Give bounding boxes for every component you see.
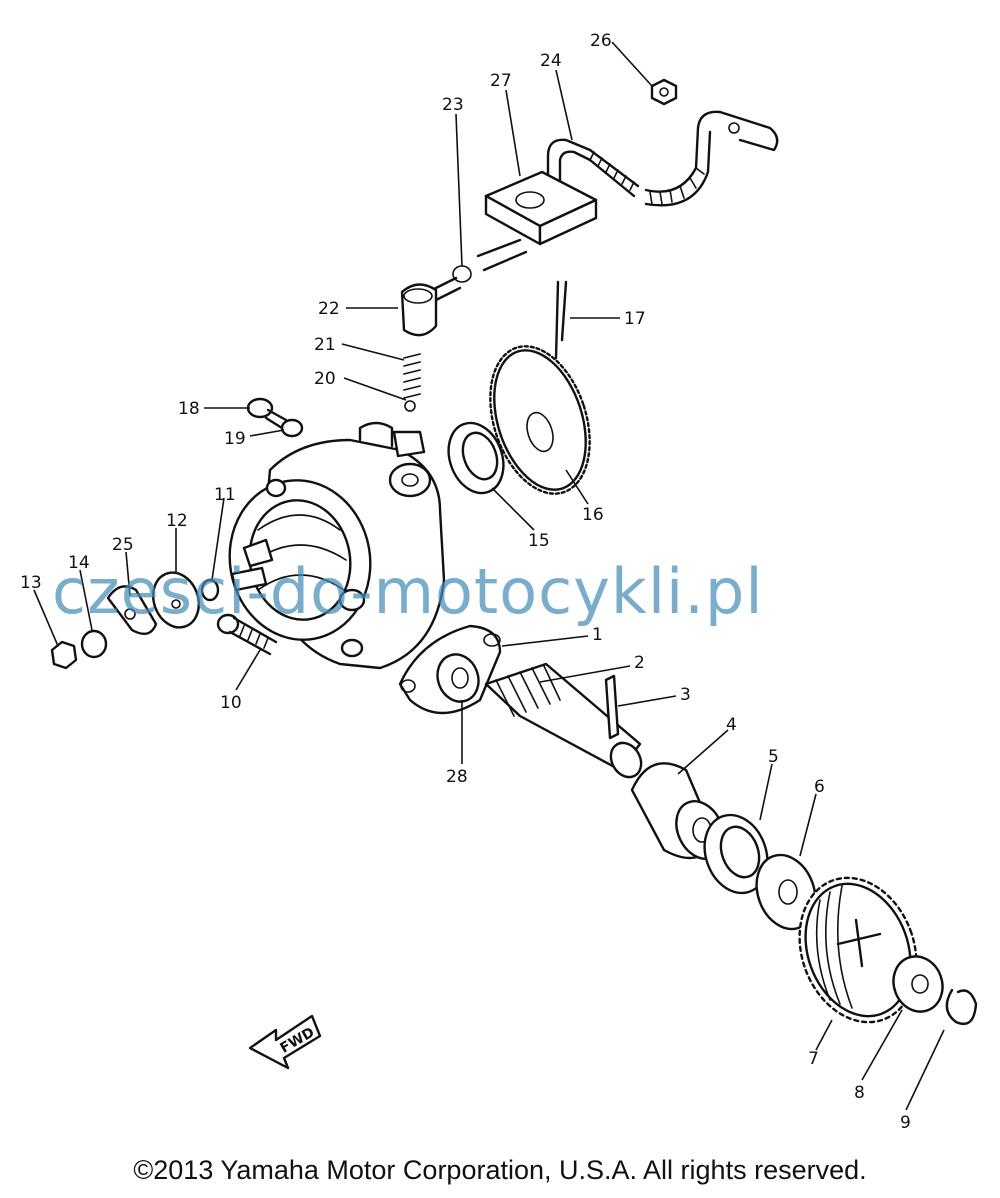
callout-4: 4 [726, 715, 737, 735]
callout-18: 18 [178, 399, 200, 419]
callout-11: 11 [214, 485, 236, 505]
callout-9: 9 [900, 1113, 911, 1133]
part-10-bolt [216, 613, 278, 656]
part-22-banjo [400, 283, 438, 337]
callout-8: 8 [854, 1083, 865, 1103]
part-7-gear [798, 876, 918, 1024]
callout-10: 10 [220, 693, 242, 713]
part-5-bearing [703, 813, 769, 895]
callout-1: 1 [592, 625, 603, 645]
part-12-plate [152, 571, 200, 629]
part-3-pin [604, 674, 620, 740]
callout-6: 6 [814, 777, 825, 797]
callout-13: 13 [20, 573, 42, 593]
part-24-breather-pipe [546, 110, 779, 207]
callout-20: 20 [314, 369, 336, 389]
part-19-washer [280, 418, 304, 438]
callout-16: 16 [582, 505, 604, 525]
callout-27: 27 [490, 71, 512, 91]
part-17-pin [554, 280, 568, 360]
part-15-oil-seal [447, 421, 505, 495]
callout-23: 23 [442, 95, 464, 115]
callout-26: 26 [590, 31, 612, 51]
pump-housing [228, 421, 446, 670]
callout-3: 3 [680, 685, 691, 705]
callout-12: 12 [166, 511, 188, 531]
callout-24: 24 [540, 51, 562, 71]
part-23-fitting [426, 238, 528, 304]
part-26-bolt [650, 78, 678, 106]
part-6-washer [755, 853, 817, 931]
part-11-washer [200, 578, 220, 602]
part-9-circlip [945, 988, 978, 1026]
part-25-bracket [106, 585, 158, 636]
part-13-nut [50, 640, 78, 670]
callout-25: 25 [112, 535, 134, 555]
callout-17: 17 [624, 309, 646, 329]
fwd-arrow-icon: FWD [248, 1014, 322, 1070]
callout-5: 5 [768, 747, 779, 767]
callout-28: 28 [446, 767, 468, 787]
callout-2: 2 [634, 653, 645, 673]
watermark: czesci-do-motocykli.pl [52, 555, 764, 628]
part-8-washer [892, 955, 944, 1013]
callout-14: 14 [68, 553, 90, 573]
leader-lines [33, 41, 945, 1111]
callout-15: 15 [528, 531, 550, 551]
part-28-seal [436, 653, 480, 703]
part-14-washer [80, 629, 108, 659]
callout-labels: 26 24 27 23 22 17 21 20 18 19 16 15 11 1… [20, 31, 911, 1133]
callout-22: 22 [318, 299, 340, 319]
copyright-notice: ©2013 Yamaha Motor Corporation, U.S.A. A… [133, 1155, 867, 1185]
part-21-spring [403, 353, 421, 399]
part-20-ball [404, 400, 416, 412]
part-2-worm-shaft [484, 662, 643, 779]
part-16-gear [489, 345, 591, 495]
callout-7: 7 [808, 1049, 819, 1069]
part-18-bolt [246, 397, 288, 430]
callout-19: 19 [224, 429, 246, 449]
part-27-bracket [484, 170, 598, 246]
callout-21: 21 [314, 335, 336, 355]
